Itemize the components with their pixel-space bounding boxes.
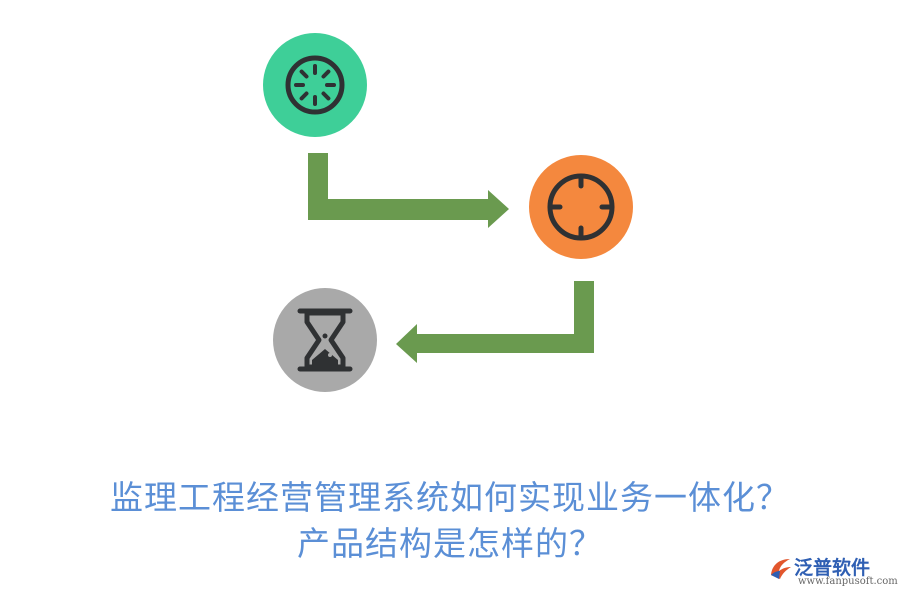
step-node-3: [273, 288, 377, 392]
brand-logo-icon: [771, 559, 791, 579]
step-1-circle: [263, 33, 367, 137]
connector-arrow-1: [308, 153, 509, 228]
arrow-1-body: [308, 153, 509, 228]
crosshair-target-icon: [547, 173, 615, 241]
connector-arrow-2: [396, 281, 594, 363]
step-2-circle: [529, 155, 633, 259]
title-line-2: 产品结构是怎样的？: [297, 524, 603, 563]
arrow-2-body: [396, 281, 594, 363]
step-node-1: [263, 33, 367, 137]
step-3-circle: [273, 288, 377, 392]
brand-watermark: 泛普软件 www.fanpusoft.com: [768, 551, 898, 591]
dial-icon: [285, 55, 345, 115]
hourglass-icon: [297, 308, 353, 372]
brand-name: 泛普软件: [794, 557, 871, 579]
title-line-1: 监理工程经营管理系统如何实现业务一体化？: [110, 478, 790, 517]
process-flow-diagram: [263, 33, 633, 392]
brand-url: www.fanpusoft.com: [798, 576, 898, 587]
step-node-2: [529, 155, 633, 259]
